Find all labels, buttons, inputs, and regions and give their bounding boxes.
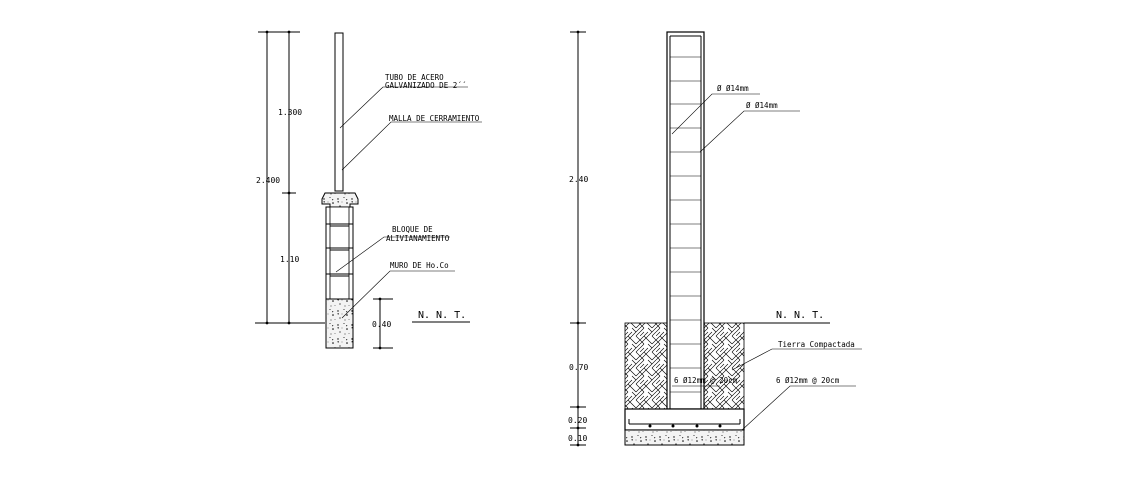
- right-dimension-lines: [570, 30, 586, 447]
- reinforced-column: [666, 31, 705, 420]
- lean-concrete-base: [624, 429, 745, 446]
- callout-rebar-outer: 6 Ø12mm @ 20cm: [776, 376, 840, 385]
- concrete-wall-base: [325, 298, 354, 349]
- right-leaders: [671, 93, 862, 431]
- callout-block-line1: BLOQUE DE: [392, 225, 433, 234]
- right-detail: 2.40 0.70 0.20 0.10: [568, 30, 862, 447]
- compacted-soil-right: [703, 322, 745, 410]
- dimension-base-right: 0.10: [568, 434, 587, 443]
- level-label-right: N. N. T.: [776, 310, 824, 321]
- footing: [624, 408, 745, 431]
- left-leaders: [335, 86, 482, 319]
- level-label-left: N. N. T.: [418, 310, 466, 321]
- left-dimension-lines: [255, 30, 393, 350]
- dimension-upper-left: 1.300: [278, 108, 302, 117]
- callout-soil: Tierra Compactada: [778, 340, 855, 349]
- stirrups: [670, 56, 701, 393]
- wall-cap: [321, 192, 359, 208]
- dimension-depth-right: 0.70: [569, 363, 588, 372]
- callout-tube-line1: TUBO DE ACERO: [385, 73, 444, 82]
- dimension-footing-right: 0.20: [568, 416, 587, 425]
- callout-wall: MURO DE Ho.Co: [390, 261, 449, 270]
- dimension-total-right: 2.40: [569, 175, 588, 184]
- callout-tube-line2: GALVANIZADO DE 2´´: [385, 81, 466, 90]
- dimension-lower-left: 1.10: [280, 255, 299, 264]
- callout-stirrup-2: Ø Ø14mm: [746, 101, 778, 110]
- callout-stirrup-1: Ø Ø14mm: [717, 84, 749, 93]
- left-detail: 2.400 1.300 1.10 0.40 TUBO DE ACER: [255, 30, 482, 350]
- compacted-soil-left: [624, 322, 668, 410]
- block-wall: [325, 206, 354, 300]
- callout-rebar-inner: 6 Ø12mm @ 20cm: [674, 376, 738, 385]
- dimension-footing-left: 0.40: [372, 320, 391, 329]
- callout-block-line2: ALIVIANAMIENTO: [386, 234, 450, 243]
- callout-mesh: MALLA DE CERRAMIENTO: [389, 114, 480, 123]
- steel-tube: [334, 32, 344, 192]
- dimension-total-left: 2.400: [256, 176, 280, 185]
